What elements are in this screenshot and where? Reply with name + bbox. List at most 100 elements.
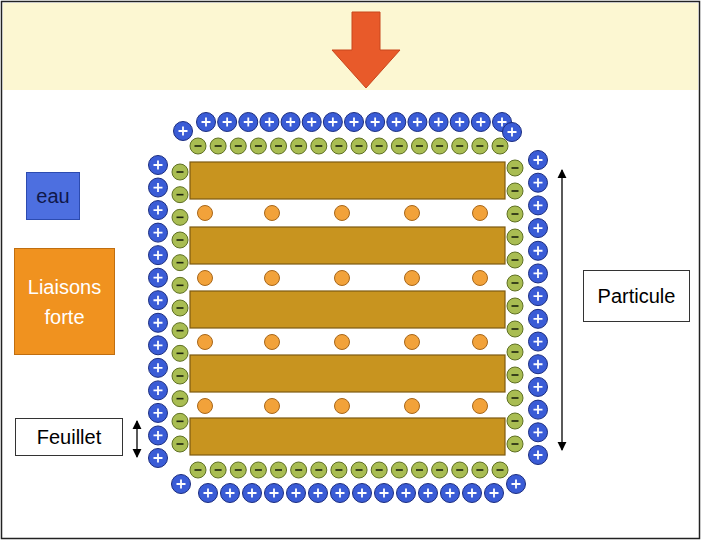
- positive-charge: [529, 151, 548, 170]
- plus-sign: [534, 382, 543, 391]
- charge-disc: [172, 323, 188, 339]
- particle-label-box: Particule: [583, 270, 690, 322]
- charge-disc: [507, 206, 523, 222]
- charge-disc: [250, 462, 266, 478]
- plus-sign: [350, 118, 359, 127]
- plus-sign: [434, 118, 443, 127]
- plus-sign: [226, 489, 235, 498]
- minus-sign: [512, 305, 519, 307]
- minus-sign: [215, 145, 222, 147]
- charge-disc: [149, 201, 168, 220]
- bond-dot: [335, 335, 350, 350]
- positive-charge: [172, 475, 191, 494]
- charge-disc: [529, 219, 548, 238]
- positive-charge: [529, 219, 548, 238]
- charge-disc: [190, 462, 206, 478]
- negative-charge: [172, 277, 188, 293]
- plus-sign: [455, 118, 464, 127]
- plus-sign: [286, 118, 295, 127]
- negative-charge: [172, 368, 188, 384]
- charge-disc: [441, 484, 460, 503]
- minus-sign: [177, 194, 184, 196]
- negative-charge: [210, 462, 226, 478]
- plus-sign: [270, 489, 279, 498]
- plus-sign: [204, 489, 213, 498]
- minus-sign: [177, 217, 184, 219]
- charge-disc: [172, 300, 188, 316]
- positive-charge: [485, 484, 504, 503]
- negative-charge: [210, 138, 226, 154]
- charge-disc: [507, 344, 523, 360]
- charge-disc: [529, 173, 548, 192]
- plus-sign: [202, 118, 211, 127]
- positive-charge: [463, 484, 482, 503]
- negative-charge: [172, 436, 188, 452]
- plus-sign: [446, 489, 455, 498]
- charge-disc: [172, 345, 188, 361]
- plus-sign: [534, 292, 543, 301]
- minus-sign: [177, 239, 184, 241]
- charge-disc: [239, 113, 258, 132]
- charge-disc: [492, 462, 508, 478]
- bond-dot: [473, 399, 488, 414]
- minus-sign: [356, 145, 363, 147]
- bond-dot: [198, 206, 213, 221]
- minus-sign: [335, 469, 342, 471]
- plus-sign: [154, 408, 163, 417]
- minus-sign: [195, 145, 202, 147]
- positive-charge: [429, 113, 448, 132]
- charge-disc: [302, 113, 321, 132]
- charge-disc: [351, 462, 367, 478]
- positive-charge: [149, 403, 168, 422]
- plus-sign: [154, 296, 163, 305]
- negative-charge: [172, 209, 188, 225]
- plus-sign: [371, 118, 380, 127]
- plus-sign: [490, 489, 499, 498]
- charge-disc: [471, 113, 490, 132]
- charge-disc: [529, 423, 548, 442]
- minus-sign: [235, 469, 242, 471]
- minus-sign: [512, 420, 519, 422]
- plus-sign: [179, 127, 188, 136]
- positive-charge: [441, 484, 460, 503]
- positive-charge: [529, 309, 548, 328]
- node-text: Particule: [598, 281, 676, 311]
- charge-disc: [472, 138, 488, 154]
- charge-disc: [485, 484, 504, 503]
- charge-disc: [149, 268, 168, 287]
- positive-charge: [323, 113, 342, 132]
- charge-disc: [411, 138, 427, 154]
- charge-disc: [281, 113, 300, 132]
- plus-sign: [476, 118, 485, 127]
- minus-sign: [416, 145, 423, 147]
- positive-charge: [309, 484, 328, 503]
- minus-sign: [235, 145, 242, 147]
- minus-sign: [512, 190, 519, 192]
- negative-charge: [507, 160, 523, 176]
- negative-charge: [172, 413, 188, 429]
- charge-disc: [172, 391, 188, 407]
- positive-charge: [199, 484, 218, 503]
- top-band: [3, 3, 698, 90]
- negative-charge: [331, 138, 347, 154]
- positive-charge: [529, 173, 548, 192]
- minus-sign: [177, 398, 184, 400]
- plus-sign: [265, 118, 274, 127]
- minus-sign: [512, 167, 519, 169]
- plus-sign: [328, 118, 337, 127]
- minus-sign: [275, 145, 282, 147]
- plus-sign: [154, 206, 163, 215]
- charge-disc: [529, 446, 548, 465]
- charge-disc: [287, 484, 306, 503]
- negative-charge: [230, 138, 246, 154]
- negative-charge: [190, 138, 206, 154]
- negative-charge: [507, 413, 523, 429]
- negative-charge: [271, 138, 287, 154]
- minus-sign: [177, 421, 184, 423]
- minus-sign: [335, 145, 342, 147]
- charge-disc: [250, 138, 266, 154]
- charge-disc: [507, 321, 523, 337]
- plus-sign: [534, 201, 543, 210]
